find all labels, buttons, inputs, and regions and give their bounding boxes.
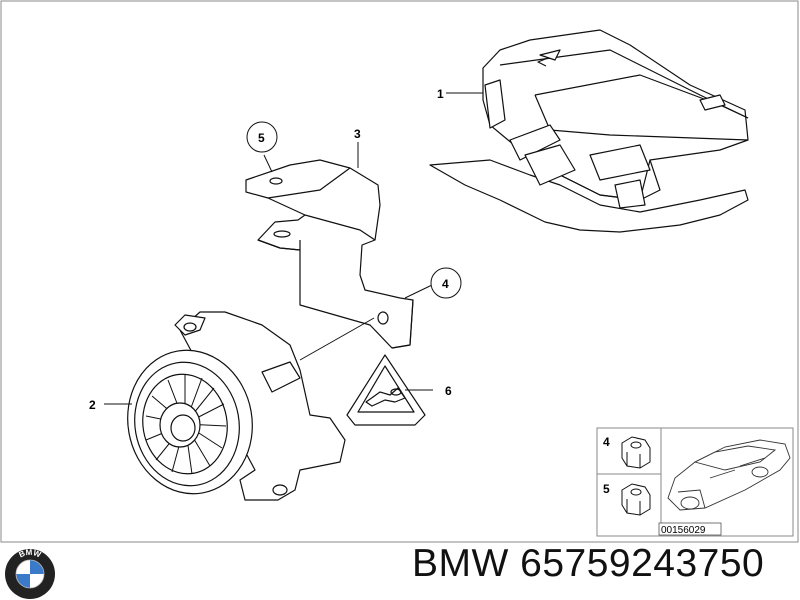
part-title: BMW 65759243750 <box>412 542 764 586</box>
diagram-frame <box>0 0 799 543</box>
callout-2: 2 <box>89 398 96 412</box>
bmw-logo-text: BMW <box>18 548 43 560</box>
callout-3: 3 <box>354 127 361 141</box>
callout-5: 5 <box>258 131 265 145</box>
inset-nut-4-icon <box>621 436 651 469</box>
part-2-alarm-siren <box>127 311 346 501</box>
inset-car-icon <box>667 439 791 511</box>
callout-6: 6 <box>445 384 452 398</box>
callout-4: 4 <box>442 277 449 291</box>
inset-panel: 4 5 00156029 <box>596 427 794 537</box>
part-6-warning-label <box>346 354 426 426</box>
brand-name: BMW <box>412 542 509 585</box>
callout-4-circle <box>430 267 462 299</box>
inset-nut-5-icon <box>621 483 651 516</box>
inset-item-4-label: 4 <box>603 435 610 449</box>
part-number: 65759243750 <box>520 542 765 585</box>
callout-1: 1 <box>437 87 444 101</box>
inset-reference: 00156029 <box>661 525 706 536</box>
inset-reference-box <box>658 522 722 536</box>
part-3-mounting-bracket <box>245 159 414 349</box>
part-1-bracket-tray <box>429 29 749 233</box>
bmw-logo: BMW <box>5 548 55 599</box>
leader-lines <box>104 92 483 405</box>
callout-5-circle <box>246 121 278 153</box>
inset-item-5-label: 5 <box>603 482 610 496</box>
